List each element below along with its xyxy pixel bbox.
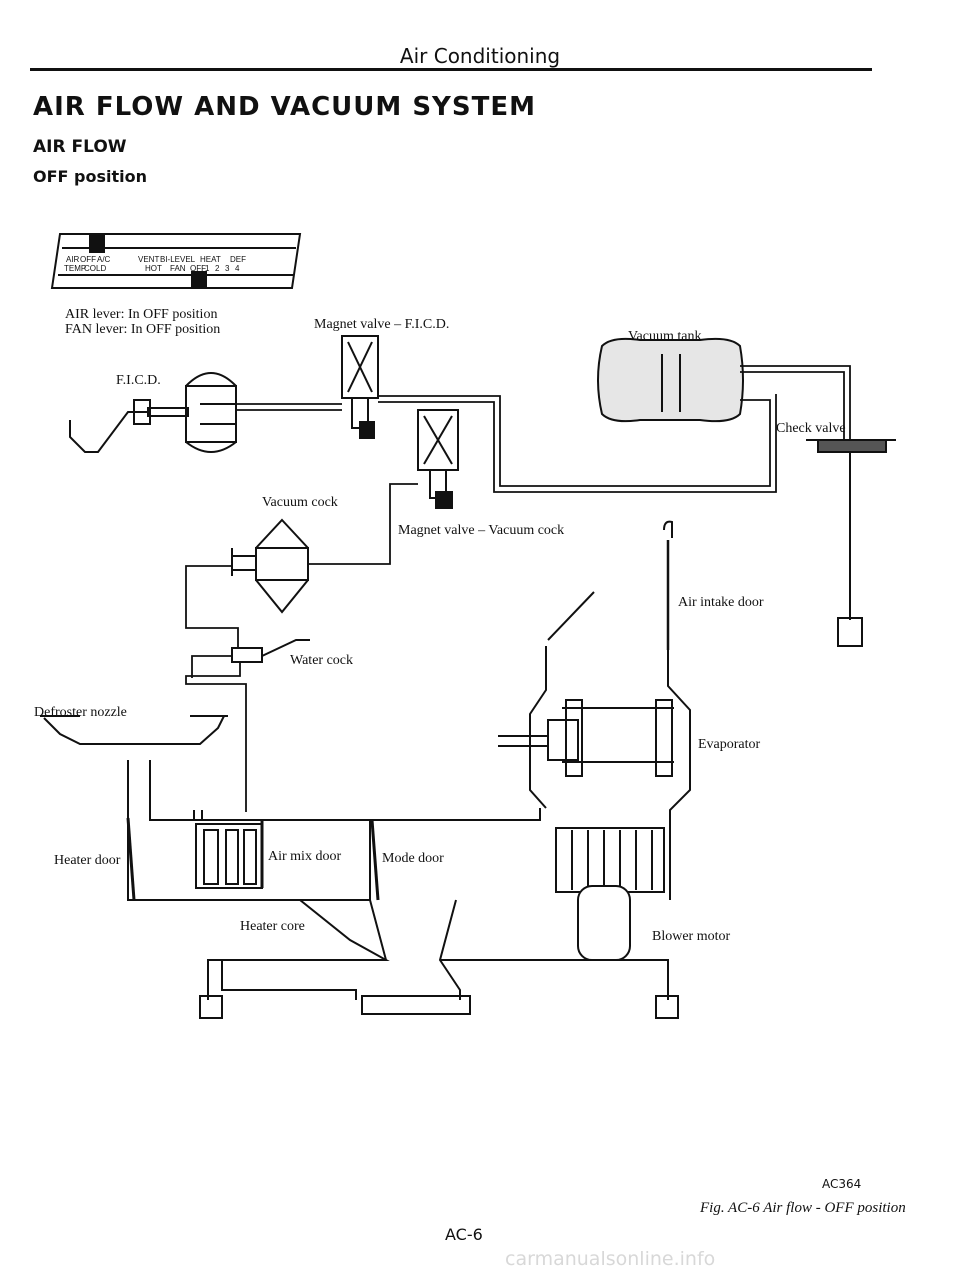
label-defroster-nozzle: Defroster nozzle [34, 705, 127, 720]
control-panel: AIR OFF A/C VENT BI-LEVEL HEAT DEF TEMP … [50, 233, 302, 289]
panel-label: COLD [84, 264, 106, 273]
panel-label: A/C [97, 255, 111, 264]
vacuum-lines [236, 365, 851, 565]
blower-motor [555, 827, 665, 961]
magnet-valve-vacuum-cock [417, 409, 459, 509]
figure-caption: Fig. AC-6 Air flow - OFF position [700, 1200, 906, 1216]
panel-label: 2 [215, 264, 220, 273]
vacuum-tank [597, 337, 744, 423]
panel-label: HEAT [200, 255, 221, 264]
panel-label: TEMP [64, 264, 86, 273]
panel-label: 3 [225, 264, 230, 273]
subsection-title: OFF position [33, 167, 147, 186]
outlet-left [199, 995, 223, 1019]
label-ficd: F.I.C.D. [116, 373, 161, 388]
label-check-valve: Check valve [776, 421, 846, 436]
label-magnet-valve-ficd: Magnet valve – F.I.C.D. [314, 317, 449, 332]
panel-label: DEF [230, 255, 246, 264]
label-mode-door: Mode door [382, 851, 444, 866]
evaporator [498, 699, 674, 777]
header-rule [30, 68, 872, 71]
label-fan-lever: FAN lever: In OFF position [65, 322, 220, 337]
label-air-mix-door: Air mix door [268, 849, 341, 864]
panel-label: AIR [66, 255, 80, 264]
panel-label: 1 [205, 264, 210, 273]
label-evaporator: Evaporator [698, 737, 761, 752]
label-water-cock: Water cock [290, 653, 353, 668]
page-number: AC-6 [445, 1225, 483, 1244]
panel-label: FAN [170, 264, 186, 273]
outlet-center [361, 995, 471, 1015]
water-lines [185, 565, 247, 812]
section-title: AIR FLOW [33, 137, 127, 157]
defroster-nozzle [40, 715, 541, 901]
outlet-right [655, 995, 679, 1019]
magnet-valve-ficd [341, 335, 379, 439]
panel-label: VENT [138, 255, 159, 264]
check-valve [806, 439, 896, 647]
panel-label: BI-LEVEL [160, 255, 196, 264]
watermark[interactable]: carmanualsonline.info [505, 1248, 716, 1270]
label-air-lever: AIR lever: In OFF position [65, 307, 217, 322]
mode-door[interactable] [370, 819, 380, 901]
label-vacuum-tank: Vacuum tank [628, 329, 701, 344]
panel-label: HOT [145, 264, 162, 273]
figure-code: AC364 [822, 1177, 862, 1191]
diagram-labels: AIR lever: In OFF position FAN lever: In… [34, 307, 846, 944]
label-heater-door: Heater door [54, 853, 121, 868]
label-air-intake-door: Air intake door [678, 595, 764, 610]
page-header: Air Conditioning [399, 44, 561, 68]
label-vacuum-cock: Vacuum cock [262, 495, 338, 510]
heater-door[interactable] [126, 817, 136, 901]
label-magnet-valve-vacuum-cock: Magnet valve – Vacuum cock [398, 523, 564, 538]
air-ducts [196, 899, 679, 1019]
panel-label: OFF [190, 264, 206, 273]
water-cock [231, 639, 310, 663]
page-title: AIR FLOW AND VACUUM SYSTEM [33, 92, 536, 122]
ficd-unit [69, 372, 237, 453]
panel-label: OFF [80, 255, 96, 264]
vacuum-cock [231, 518, 309, 614]
fan-lever-knob[interactable] [191, 271, 207, 289]
label-heater-core: Heater core [240, 919, 305, 934]
air-lever-knob[interactable] [89, 235, 105, 253]
air-intake-door[interactable] [663, 520, 673, 538]
heater-core [193, 810, 263, 889]
intake-housing [529, 520, 691, 900]
label-blower-motor: Blower motor [652, 929, 730, 944]
panel-label: 4 [235, 264, 240, 273]
